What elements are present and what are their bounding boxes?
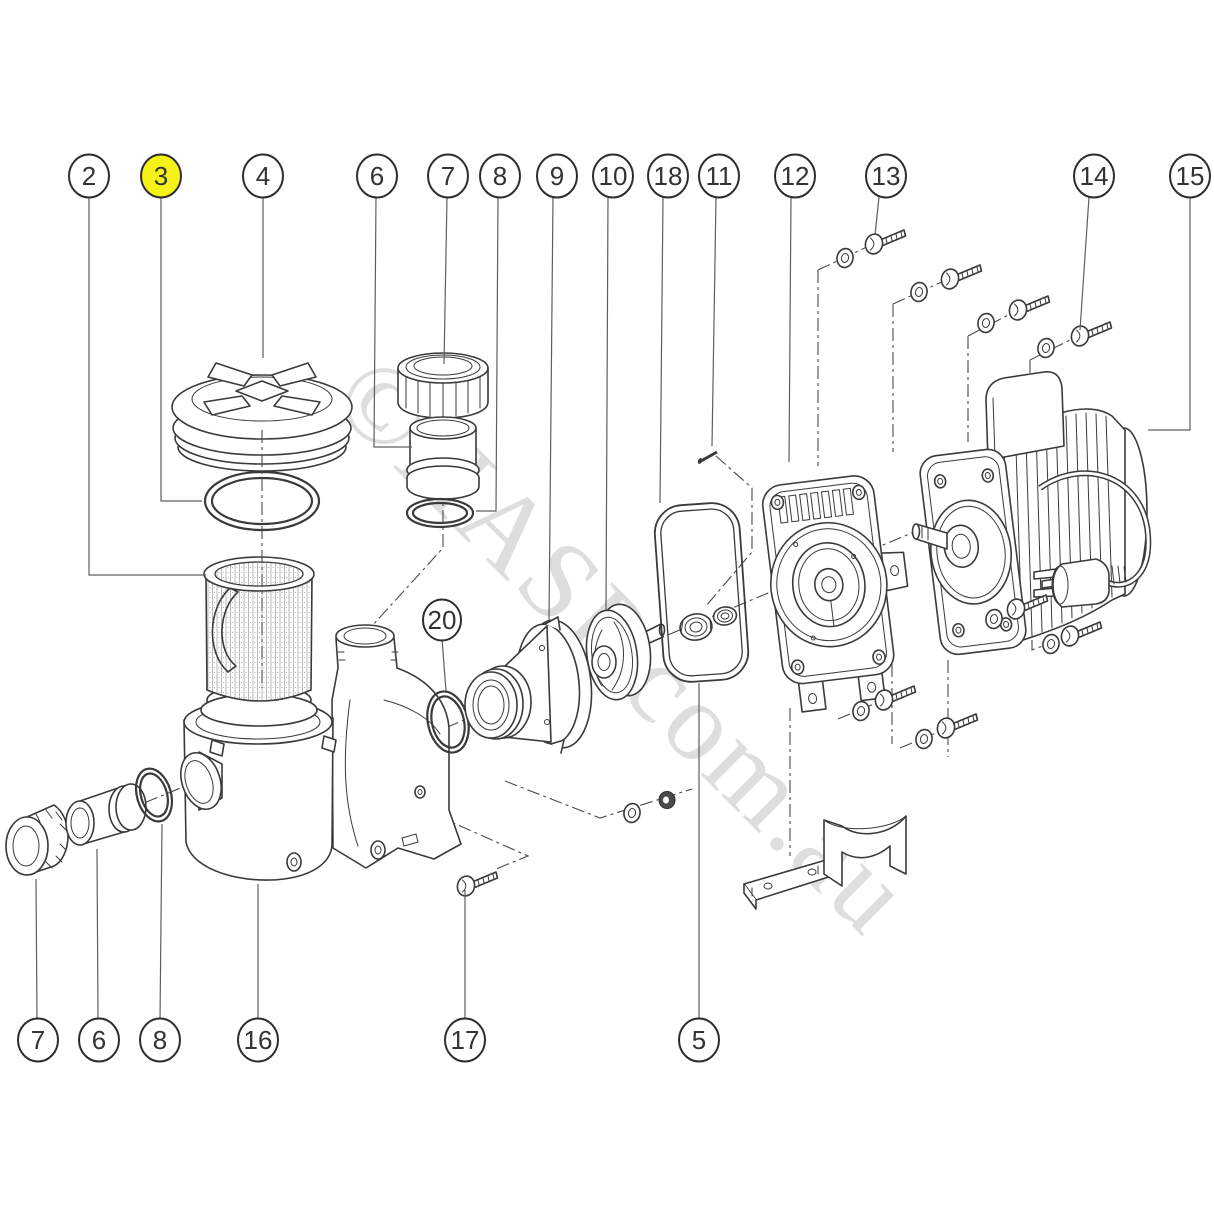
callout-7[interactable]: 7	[427, 153, 469, 199]
callout-10[interactable]: 10	[592, 153, 634, 199]
backplate-gasket	[653, 502, 750, 683]
callout-4[interactable]: 4	[242, 153, 284, 199]
callout-number-10: 10	[599, 161, 628, 191]
leader-line-20	[441, 638, 447, 692]
callout-number-20: 20	[428, 605, 457, 635]
union-oring-left	[134, 767, 174, 823]
pump-drawing	[5, 229, 1152, 910]
leader-line-8	[476, 196, 499, 512]
seal-plate	[761, 475, 909, 713]
union-tail-left	[65, 783, 147, 846]
callout-number-15: 15	[1176, 161, 1205, 191]
callout-number-18: 18	[654, 161, 683, 191]
callout-5[interactable]: 5	[678, 1017, 720, 1063]
callout-12[interactable]: 12	[774, 153, 816, 199]
callout-3-highlighted[interactable]: 3	[140, 153, 182, 199]
callout-17[interactable]: 17	[444, 1017, 486, 1063]
leader-line-3	[160, 197, 202, 502]
union-oring-top	[405, 497, 475, 529]
callout-number-11: 11	[706, 161, 733, 191]
union-nut-left	[5, 804, 69, 876]
callout-number-2: 2	[82, 161, 96, 191]
callout-balloons: 2 3 4 6 7 8 9 10 18 11 12 13 14 15 20 7 6 8 16 17 5	[17, 153, 1211, 1063]
leader-line-9	[548, 196, 554, 621]
callout-number-3: 3	[154, 161, 168, 191]
diffuser	[464, 616, 593, 754]
callout-number-7: 7	[31, 1025, 45, 1055]
impeller	[585, 603, 666, 701]
leader-line-15	[1148, 197, 1191, 431]
leader-line-2	[88, 197, 206, 576]
callout-8[interactable]: 8	[479, 153, 521, 199]
leader-line-13	[874, 196, 880, 236]
callout-2[interactable]: 2	[68, 153, 110, 199]
callout-7[interactable]: 7	[17, 1017, 59, 1063]
leader-line-12	[788, 196, 792, 463]
union-nut-top	[397, 352, 489, 419]
callout-15[interactable]: 15	[1169, 153, 1211, 199]
callout-6[interactable]: 6	[356, 153, 398, 199]
callout-number-9: 9	[550, 161, 564, 191]
leader-line-7	[443, 196, 448, 365]
mechanical-seal	[679, 450, 738, 641]
callout-8[interactable]: 8	[139, 1017, 181, 1063]
callout-14[interactable]: 14	[1073, 153, 1115, 199]
union-tail-top	[406, 416, 480, 500]
callout-number-8: 8	[153, 1025, 167, 1055]
callout-9[interactable]: 9	[536, 153, 578, 199]
pump-housing	[180, 624, 462, 881]
callout-number-14: 14	[1080, 161, 1109, 191]
callout-number-5: 5	[692, 1025, 706, 1055]
callout-number-4: 4	[256, 161, 270, 191]
leader-line-6	[96, 848, 99, 1020]
callout-13[interactable]: 13	[865, 153, 907, 199]
leader-line-7	[35, 878, 38, 1020]
callout-6[interactable]: 6	[78, 1017, 120, 1063]
callout-number-17: 17	[451, 1025, 480, 1055]
motor	[911, 371, 1152, 656]
leader-line-11	[711, 196, 717, 447]
callout-number-13: 13	[872, 161, 901, 191]
callout-20[interactable]: 20	[422, 598, 462, 642]
callout-11[interactable]: 11	[698, 153, 740, 199]
power-plug	[1033, 558, 1127, 608]
strainer-basket	[200, 556, 318, 727]
motor-bracket	[743, 815, 907, 910]
callout-number-16: 16	[244, 1025, 273, 1055]
leader-line-14	[1079, 196, 1090, 331]
callout-number-6: 6	[370, 161, 384, 191]
callout-number-7: 7	[441, 161, 455, 191]
callout-number-12: 12	[781, 161, 810, 191]
leader-line-10	[605, 196, 609, 611]
callout-number-8: 8	[493, 161, 507, 191]
leader-lines	[35, 196, 1191, 1020]
callout-18[interactable]: 18	[647, 153, 689, 199]
callout-16[interactable]: 16	[237, 1017, 279, 1063]
leader-line-18	[659, 196, 664, 504]
callout-number-6: 6	[92, 1025, 106, 1055]
leader-line-6	[373, 196, 412, 448]
leader-line-8	[159, 823, 163, 1020]
